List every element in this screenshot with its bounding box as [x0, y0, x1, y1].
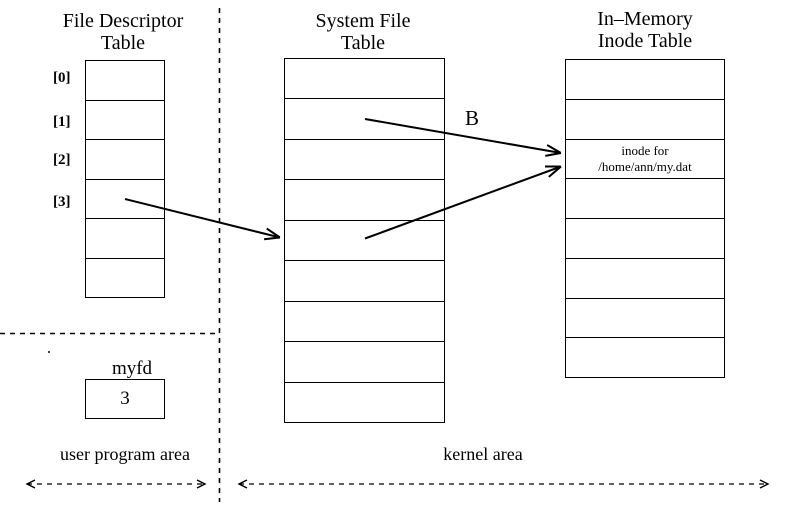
table-cell: [285, 383, 444, 422]
table-cell: [86, 140, 164, 180]
table-cell: [285, 140, 444, 181]
inode-cell-line1: inode for: [621, 142, 669, 158]
system-file-table: [284, 58, 445, 423]
fd-row-label-0: [0]: [53, 70, 71, 86]
inode-cell-line2: /home/ann/my.dat: [598, 158, 692, 174]
myfd-value: 3: [120, 388, 130, 409]
stray-dot: [48, 351, 50, 353]
myfd-value-box: 3: [85, 379, 165, 419]
table-cell: [566, 259, 724, 299]
myfd-label: myfd: [111, 358, 153, 379]
table-cell: [86, 219, 164, 259]
inode-cell: inode for /home/ann/my.dat: [565, 140, 725, 177]
system-file-table-title: System File Table: [315, 10, 411, 54]
arrow-b-label: B: [465, 106, 480, 130]
table-cell: [566, 219, 724, 259]
fd-table-title: File Descriptor Table: [62, 10, 184, 54]
table-cell: [566, 60, 724, 100]
fd-row-label-3: [3]: [53, 194, 71, 210]
fd-row-label-2: [2]: [53, 152, 71, 168]
table-cell: [285, 59, 444, 100]
table-cell: [566, 299, 724, 339]
kernel-area-label: kernel area: [443, 444, 523, 464]
table-cell: [285, 302, 444, 343]
in-memory-inode-table: [565, 59, 725, 378]
user-program-area-label: user program area: [60, 444, 190, 464]
table-cell: [285, 221, 444, 262]
table-cell: [86, 259, 164, 298]
table-cell: [285, 342, 444, 383]
inode-table-title: In–Memory Inode Table: [597, 8, 693, 52]
table-cell: [566, 140, 724, 180]
table-cell: [86, 180, 164, 219]
table-cell: [566, 100, 724, 140]
table-cell: [285, 99, 444, 140]
table-cell: [285, 261, 444, 302]
table-cell: [86, 101, 164, 140]
table-cell: [285, 180, 444, 221]
table-cell: [86, 61, 164, 101]
file-descriptor-table: [85, 60, 165, 298]
table-cell: [566, 179, 724, 219]
fd-row-label-1: [1]: [53, 114, 71, 130]
table-cell: [566, 338, 724, 377]
